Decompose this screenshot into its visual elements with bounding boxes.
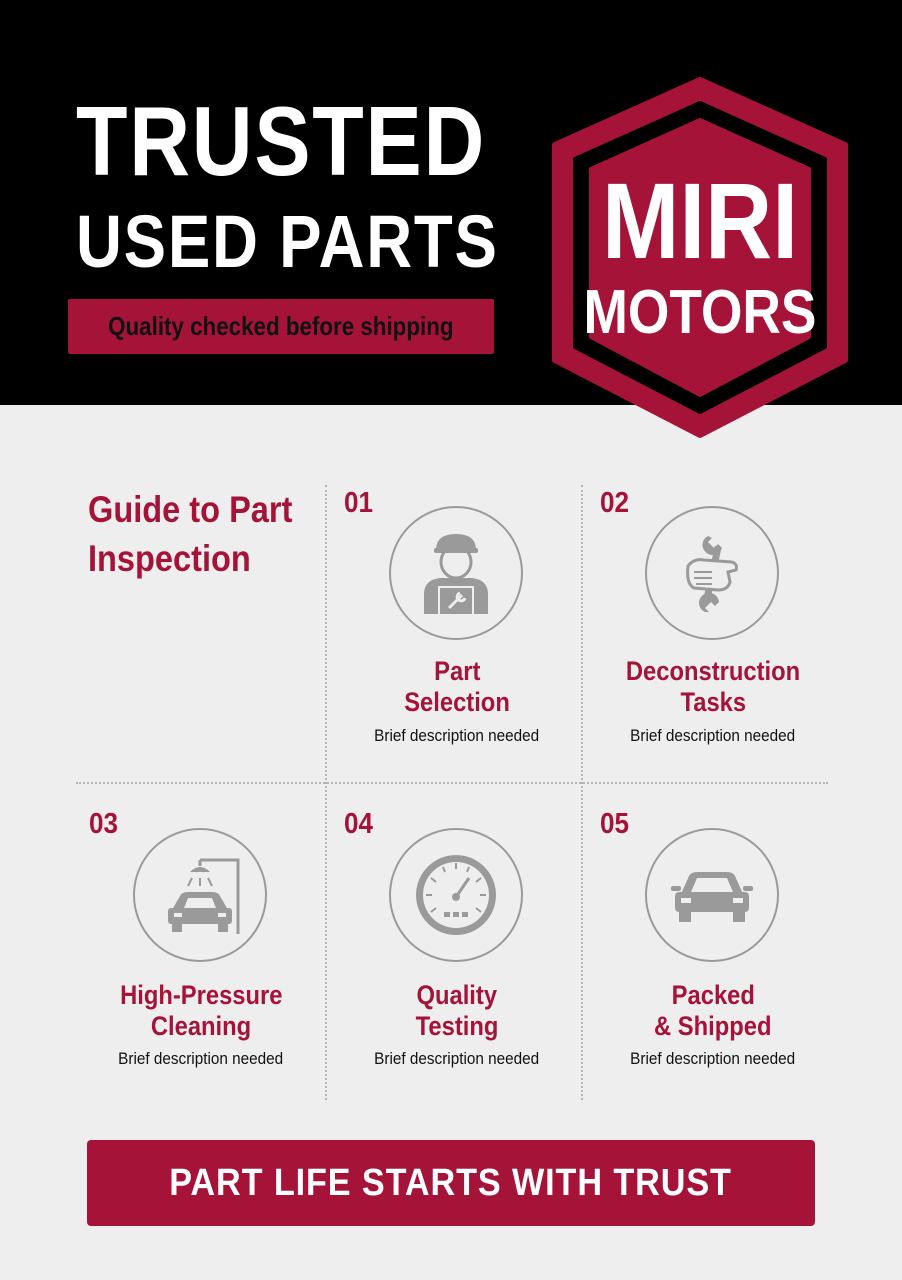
- hero-title-line2: USED PARTS: [76, 200, 499, 283]
- guide-title: Guide to Part Inspection: [88, 485, 292, 583]
- footer-banner: PART LIFE STARTS WITH TRUST: [87, 1140, 815, 1226]
- mechanic-icon: [424, 534, 488, 614]
- grid-divider-vertical-2: [581, 485, 583, 1100]
- step-title-line1: High-Pressure: [119, 980, 283, 1010]
- guide-title-line1: Guide to Part: [88, 489, 293, 530]
- miri-motors-logo: MIRI MOTORS: [552, 77, 848, 438]
- step-number: 01: [344, 487, 374, 519]
- step-description: Brief description needed: [118, 1049, 284, 1068]
- tagline-text: Quality checked before shipping: [108, 311, 454, 341]
- logo-text-motors: MOTORS: [583, 278, 816, 347]
- step-number: 03: [89, 808, 119, 840]
- step-icon-circle: [133, 828, 267, 962]
- footer-banner-text: PART LIFE STARTS WITH TRUST: [169, 1161, 733, 1204]
- step-description: Brief description needed: [374, 1049, 540, 1068]
- car-icon: [671, 872, 753, 922]
- logo-text-miri: MIRI: [602, 161, 798, 281]
- step-title-line2: Cleaning: [150, 1011, 252, 1041]
- step-icon-circle: [645, 506, 779, 640]
- grid-divider-vertical-1: [325, 485, 327, 1100]
- step-title-line1: Deconstruction: [625, 656, 801, 686]
- hand-wrench-icon: [686, 536, 738, 612]
- step-title-line2: & Shipped: [654, 1011, 772, 1041]
- grid-divider-horizontal: [76, 782, 828, 784]
- step-icon-circle: [389, 828, 523, 962]
- step-description: Brief description needed: [374, 726, 540, 745]
- step-title-line2: Tasks: [680, 687, 746, 717]
- step-title: Packed & Shipped: [593, 980, 833, 1042]
- step-title-line2: Testing: [415, 1011, 499, 1041]
- step-icon-circle: [645, 828, 779, 962]
- gauge-icon: [416, 855, 496, 935]
- step-icon-circle: [389, 506, 523, 640]
- step-description: Brief description needed: [630, 726, 796, 745]
- step-number: 02: [600, 487, 630, 519]
- step-title: Part Selection: [337, 656, 577, 718]
- step-title-line1: Part: [433, 656, 481, 686]
- hero-title-line1: TRUSTED: [76, 86, 487, 196]
- tagline-box: Quality checked before shipping: [68, 299, 494, 354]
- step-description: Brief description needed: [630, 1049, 796, 1068]
- step-title: Quality Testing: [337, 980, 577, 1042]
- step-title: High-Pressure Cleaning: [81, 980, 321, 1042]
- car-wash-icon: [168, 858, 240, 934]
- guide-title-line2: Inspection: [88, 538, 251, 579]
- step-number: 05: [600, 808, 630, 840]
- step-title-line1: Quality: [416, 980, 498, 1010]
- step-title-line2: Selection: [404, 687, 510, 717]
- step-title-line1: Packed: [671, 980, 755, 1010]
- step-title: Deconstruction Tasks: [593, 656, 833, 718]
- step-number: 04: [344, 808, 374, 840]
